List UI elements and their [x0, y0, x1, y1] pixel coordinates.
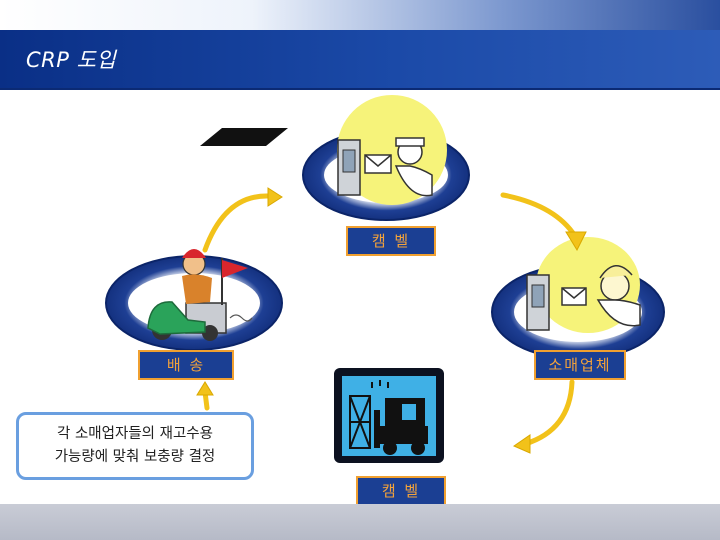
- top-gradient-strip: [0, 0, 720, 30]
- arrow-top-to-right: [500, 192, 578, 239]
- arrow-right-to-bottom: [522, 379, 575, 447]
- node-left: [105, 249, 283, 351]
- node-top: [302, 95, 470, 221]
- note-box: 각 소매업자들의 재고수용 가능량에 맞춰 보충량 결정: [16, 412, 254, 480]
- bottom-bar: [0, 504, 720, 540]
- scooter-delivery-icon: [147, 249, 253, 341]
- office-worker-email-icon: [337, 95, 447, 205]
- label-left-node: 배 송: [138, 350, 234, 380]
- label-top-node: 캠 벨: [346, 226, 436, 256]
- black-parallelogram: [200, 128, 288, 146]
- node-right: [491, 237, 665, 360]
- label-right-node: 소매업체: [534, 350, 626, 380]
- label-bottom-node: 캠 벨: [356, 476, 446, 506]
- arrow-heads: [196, 187, 587, 454]
- woman-email-icon: [526, 237, 641, 333]
- page-title: CRP 도입: [26, 48, 117, 72]
- arrow-left-to-top: [202, 193, 271, 253]
- forklift-warehouse-icon: [342, 376, 436, 456]
- node-bottom: [334, 368, 444, 463]
- header-band: [0, 30, 720, 90]
